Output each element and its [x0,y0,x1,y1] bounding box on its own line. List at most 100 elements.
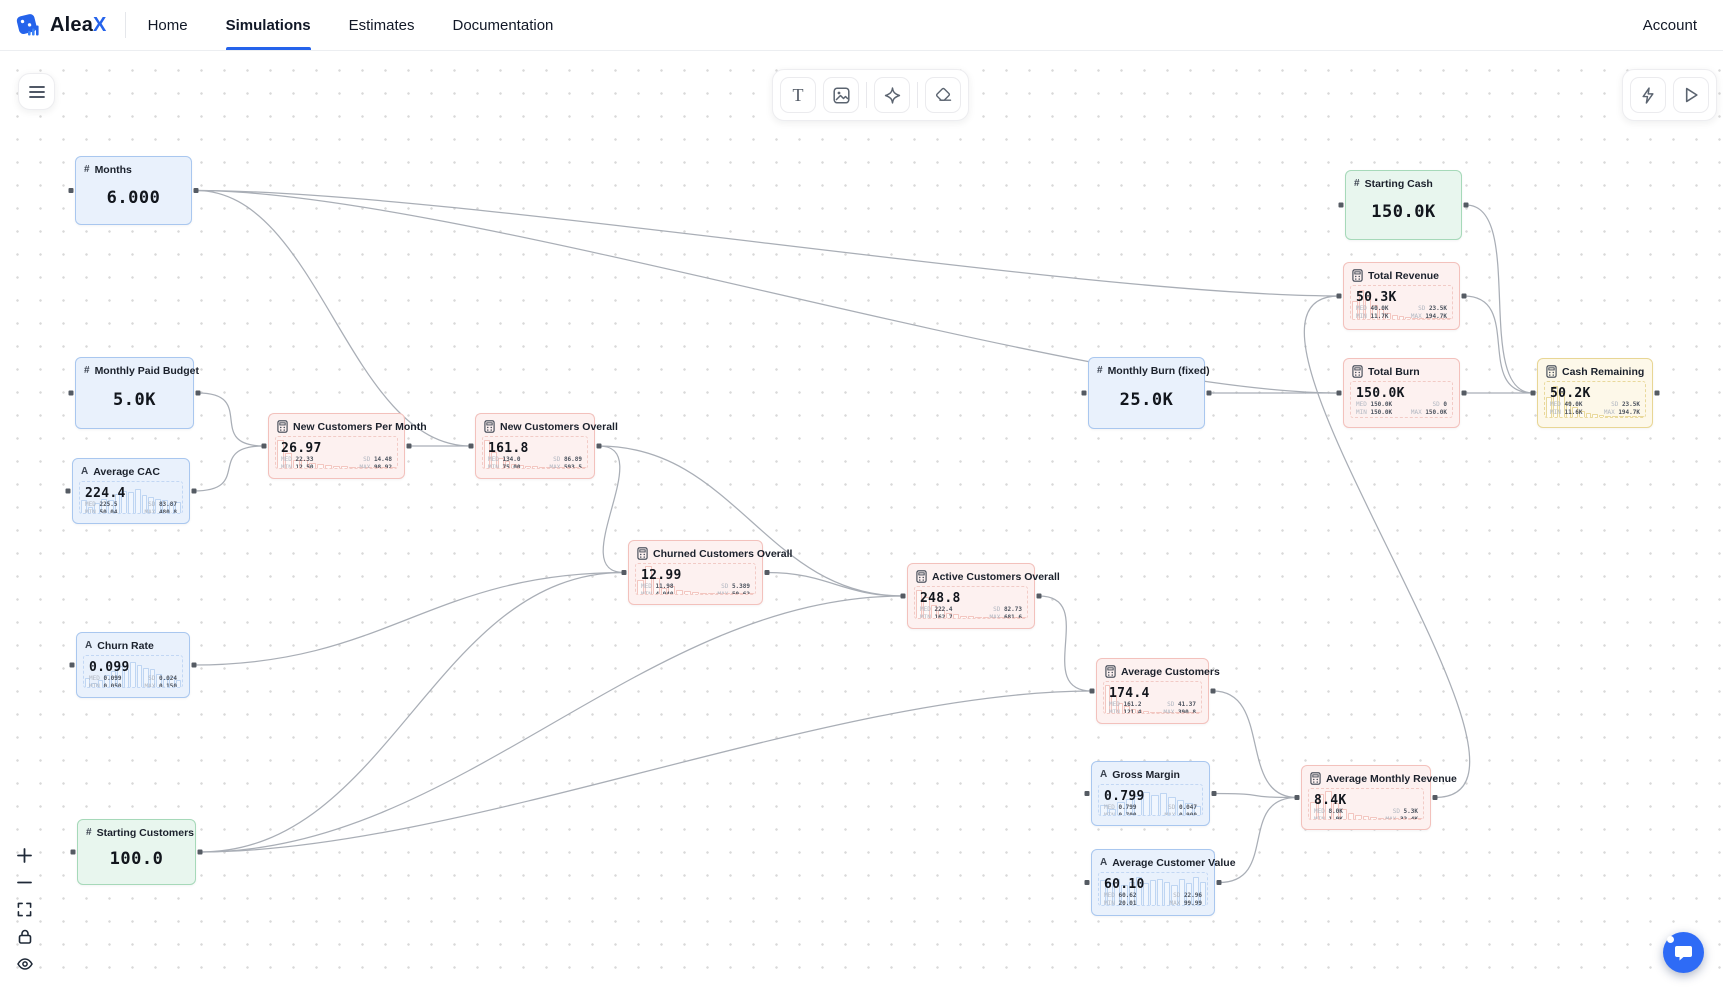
number-icon: # [86,827,92,838]
histogram [1546,383,1644,417]
node-value: 8.4K [1314,793,1347,808]
histogram [277,438,396,468]
lock-button[interactable] [16,928,33,945]
node-value: 248.8 [920,591,961,606]
nav-item-simulations[interactable]: Simulations [225,0,311,50]
node-header: Active Customers Overall [908,564,1060,583]
flow-canvas[interactable] [0,51,1723,988]
image-icon [832,86,850,104]
fit-view-button[interactable] [16,901,33,918]
node-value: 150.0K [1371,202,1436,222]
number-icon: # [84,164,90,175]
nav-item-documentation[interactable]: Documentation [452,16,554,34]
nav-item-estimates[interactable]: Estimates [348,16,415,34]
zap-icon [1642,86,1654,104]
node-title: Months [94,163,132,176]
zoom-in-button[interactable] [16,847,33,864]
toolbar-divider [866,82,867,108]
node-title: Average Customers [1121,665,1220,678]
node-title: Total Burn [1368,365,1420,378]
node-monthly_paid_budget[interactable]: #Monthly Paid Budget 5.0K [75,357,199,429]
text-tool-icon: T [792,84,804,105]
node-starting_cash[interactable]: #Starting Cash 150.0K [1345,170,1462,240]
node-months[interactable]: # Months 6.000 [75,156,192,225]
node-value: 50.3K [1356,290,1397,305]
number-icon: # [1097,365,1103,376]
brand-name: AleaX [50,13,107,36]
eraser-tool-button[interactable] [925,77,961,113]
histogram [916,588,1027,618]
node-header: #Starting Cash [1346,171,1461,190]
chat-widget-button[interactable] [1663,932,1704,973]
nav-item-home[interactable]: Home [147,16,188,34]
node-header: New Customers Per Month [269,414,427,433]
sparkle-tool-button[interactable] [874,77,910,113]
run-controls [1622,69,1717,121]
text-tool-button[interactable]: T [780,77,816,113]
dice-logo-icon [16,13,39,35]
calculator-icon [916,570,927,583]
toolbar-divider [917,82,918,108]
canvas-menu-button[interactable] [18,73,55,110]
node-title: Gross Margin [1112,768,1180,781]
play-icon [1685,87,1698,103]
play-button[interactable] [1673,77,1709,113]
brand[interactable]: AleaX [14,12,107,39]
node-value: 6.000 [106,187,161,208]
zoom-out-button[interactable] [16,874,33,891]
nav-item-account[interactable]: Account [1642,16,1697,34]
node-value: 0.099 [89,660,130,675]
node-value: 150.0K [1356,386,1405,401]
node-value: 25.0K [1119,390,1174,410]
chat-unread-dot [1667,936,1674,943]
node-title: Churned Customers Overall [653,547,793,560]
node-title: Starting Customers [96,826,194,839]
node-title: Monthly Paid Budget [94,364,199,377]
node-header: #Monthly Paid Budget [76,358,199,377]
canvas-toolbar: T [772,69,969,121]
node-header: # Starting Customers [78,820,195,839]
visibility-button[interactable] [16,955,33,972]
chat-bubble-icon [1675,945,1692,960]
node-value: 5.0K [113,390,156,410]
image-tool-button[interactable] [823,77,859,113]
minus-icon [17,881,32,884]
node-title: Average CAC [93,465,160,478]
zap-run-button[interactable] [1630,77,1666,113]
node-value: 224.4 [85,486,126,501]
node-monthly_burn[interactable]: #Monthly Burn (fixed)25.0K [1088,357,1210,429]
node-header: # Months [76,157,191,176]
node-header: Average Monthly Revenue [1302,766,1457,785]
node-title: New Customers Overall [500,420,618,433]
distribution-icon: A [85,640,93,651]
histogram [85,657,182,687]
calculator-icon [1352,269,1363,282]
node-value: 174.4 [1109,686,1150,701]
